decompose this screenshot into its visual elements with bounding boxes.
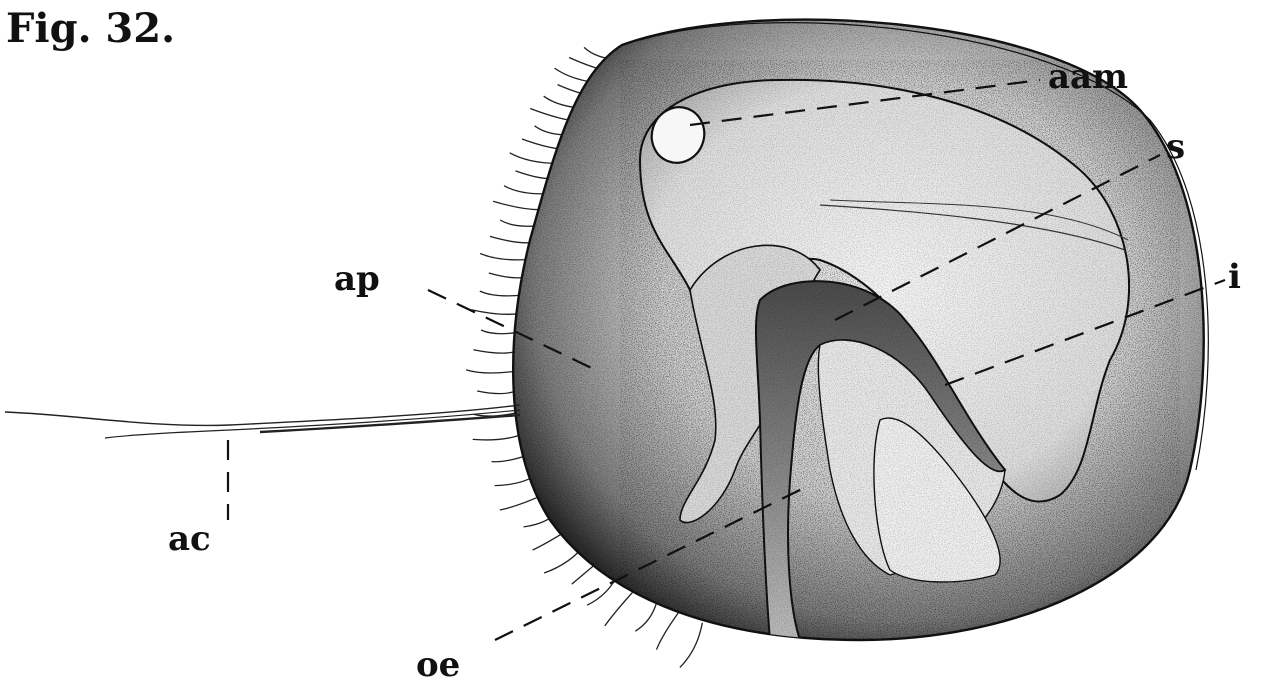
apical-cilium [5, 405, 520, 438]
label-i: i [1228, 257, 1241, 297]
label-s: s [1166, 127, 1185, 167]
cilium [493, 201, 542, 209]
cilium [480, 254, 530, 260]
label-aam: aam [1048, 57, 1128, 97]
cilium [504, 186, 547, 194]
internal-organs [620, 60, 1180, 640]
label-ac: ac [168, 519, 211, 559]
cilium [473, 434, 523, 440]
cilium [500, 220, 538, 226]
label-ap: ap [334, 259, 380, 299]
cilium [680, 623, 703, 668]
cilium [480, 291, 524, 296]
cilium [477, 391, 515, 394]
cilium [657, 612, 680, 650]
cilium [605, 588, 637, 626]
cilium [473, 350, 517, 353]
cilium [466, 370, 516, 373]
cilium [490, 236, 534, 242]
figure-title: Fig. 32. [6, 5, 175, 52]
label-oe: oe [416, 645, 460, 685]
cilium [510, 153, 559, 164]
cilium [471, 310, 521, 315]
cilium [481, 330, 519, 334]
cilium [635, 600, 657, 631]
